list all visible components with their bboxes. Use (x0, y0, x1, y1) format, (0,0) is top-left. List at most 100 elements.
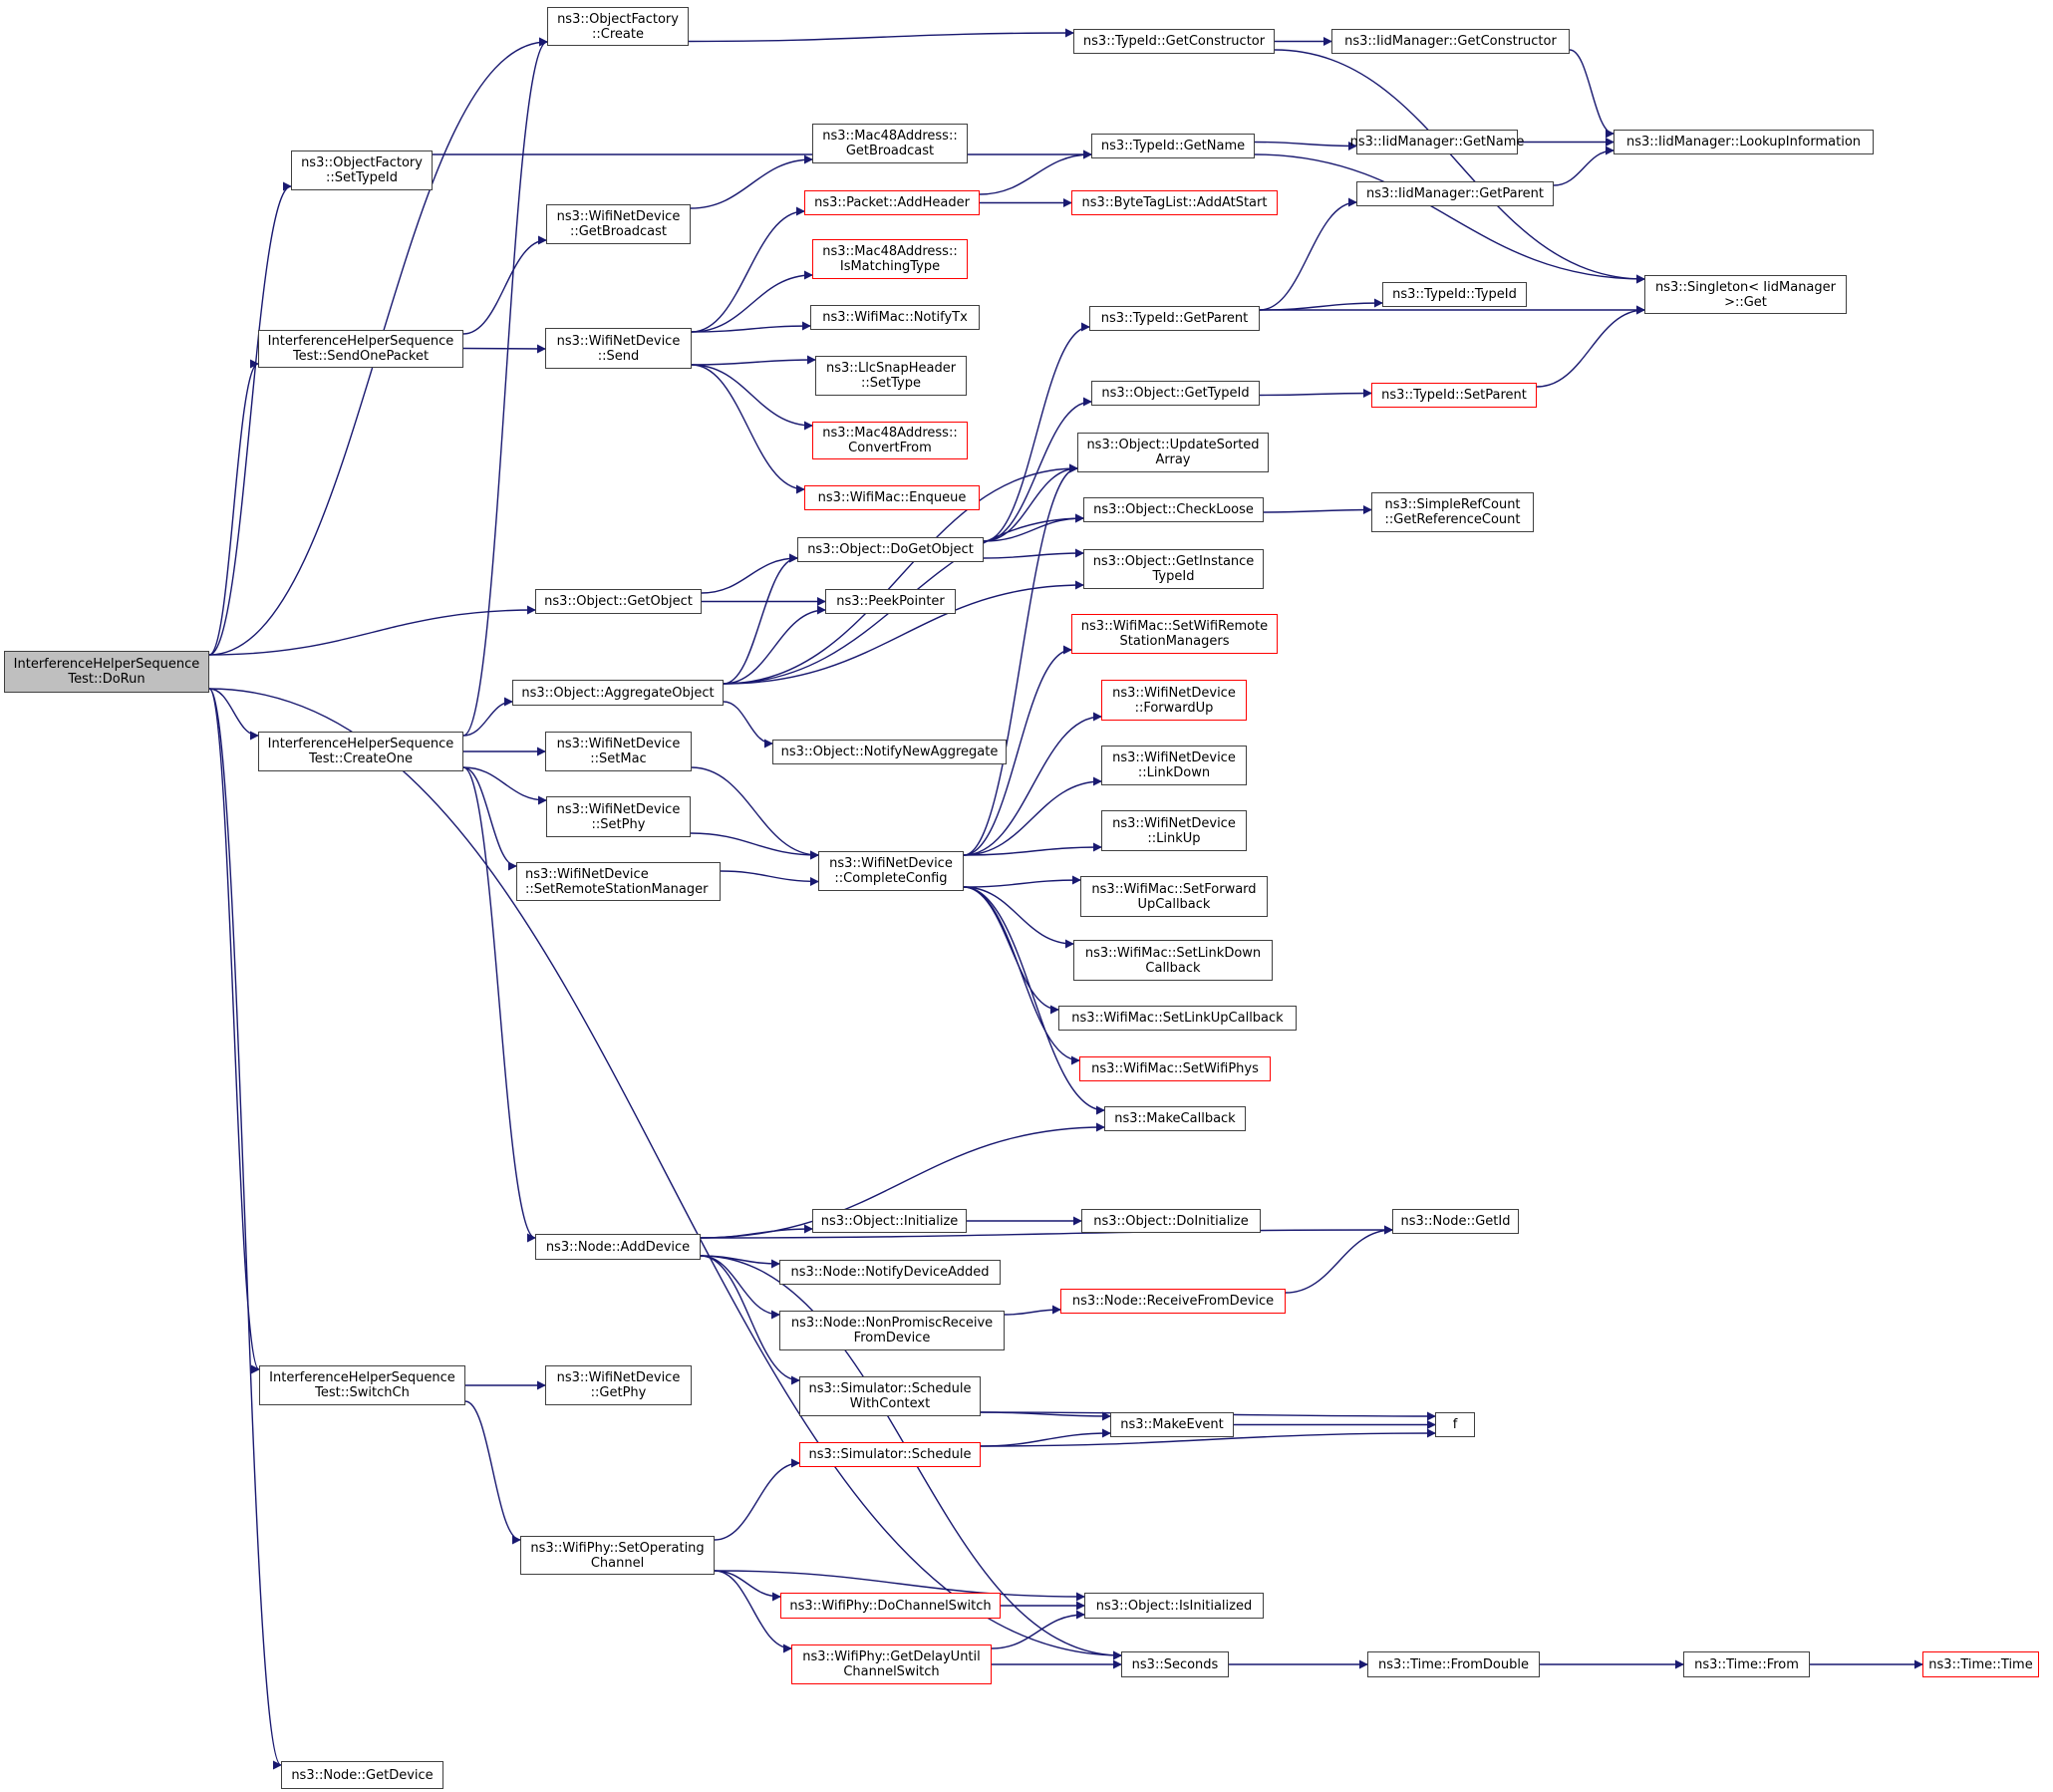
node-mac48-getbroadcast[interactable]: ns3::Mac48Address:: GetBroadcast (812, 124, 968, 163)
node-obj-getinstancetypeid[interactable]: ns3::Object::GetInstance TypeId (1083, 549, 1264, 589)
node-mac-setwifiphys[interactable]: ns3::WifiMac::SetWifiPhys (1079, 1056, 1271, 1081)
node-mac-enqueue[interactable]: ns3::WifiMac::Enqueue (804, 485, 980, 510)
node-phy-dochanswitch[interactable]: ns3::WifiPhy::DoChannelSwitch (780, 1593, 1001, 1619)
node-seconds[interactable]: ns3::Seconds (1121, 1651, 1229, 1677)
node-sim-schedwithctx[interactable]: ns3::Simulator::Schedule WithContext (799, 1376, 981, 1416)
node-dorun[interactable]: InterferenceHelperSequence Test::DoRun (4, 651, 209, 693)
edge-obj-aggregate-to-peekpointer (723, 605, 826, 685)
node-wnd-send[interactable]: ns3::WifiNetDevice ::Send (545, 328, 692, 369)
node-obj-checkloose[interactable]: ns3::Object::CheckLoose (1083, 497, 1264, 522)
node-wnd-forwardup[interactable]: ns3::WifiNetDevice ::ForwardUp (1101, 680, 1247, 721)
edge-phy-setopchan-to-obj-isinitialized (714, 1570, 1085, 1602)
node-sim-schedule[interactable]: ns3::Simulator::Schedule (799, 1442, 981, 1467)
node-obj-dogetobject[interactable]: ns3::Object::DoGetObject (797, 537, 984, 562)
edge-wnd-send-to-mac-enqueue (691, 364, 805, 494)
node-wnd-completeconfig[interactable]: ns3::WifiNetDevice ::CompleteConfig (818, 851, 964, 891)
edge-obj-aggregate-to-obj-updatesorted (723, 463, 1078, 685)
node-wnd-setrsm[interactable]: ns3::WifiNetDevice ::SetRemoteStationMan… (516, 862, 721, 901)
node-obj-gettypeid[interactable]: ns3::Object::GetTypeId (1091, 381, 1260, 406)
edge-dorun-to-switchch (208, 688, 260, 1374)
node-wnd-getbroadcast[interactable]: ns3::WifiNetDevice ::GetBroadcast (546, 204, 691, 244)
edge-sim-schedule-to-f (980, 1428, 1436, 1447)
node-node-adddevice[interactable]: ns3::Node::AddDevice (535, 1234, 701, 1260)
edge-obj-aggregate-to-obj-getinstancetypeid (723, 580, 1084, 685)
edge-wnd-setphy-to-wnd-completeconfig (690, 832, 819, 860)
node-tid-getparent[interactable]: ns3::TypeId::GetParent (1089, 306, 1260, 331)
edge-tid-setparent-to-singleton-get (1536, 305, 1645, 388)
node-wnd-setmac[interactable]: ns3::WifiNetDevice ::SetMac (545, 732, 692, 771)
node-singleton-get[interactable]: ns3::Singleton< IidManager >::Get (1644, 275, 1847, 314)
edge-wnd-send-to-packet-addheader (691, 206, 805, 333)
node-obj-notifynewagg[interactable]: ns3::Object::NotifyNewAggregate (772, 740, 1007, 764)
node-of-settypeid[interactable]: ns3::ObjectFactory ::SetTypeId (291, 150, 433, 190)
node-src-getrefcount[interactable]: ns3::SimpleRefCount ::GetReferenceCount (1371, 492, 1534, 532)
node-createone[interactable]: InterferenceHelperSequence Test::CreateO… (258, 732, 463, 771)
node-obj-getobject[interactable]: ns3::Object::GetObject (535, 589, 702, 614)
node-switchch[interactable]: InterferenceHelperSequence Test::SwitchC… (259, 1365, 465, 1405)
node-time-from[interactable]: ns3::Time::From (1683, 1651, 1810, 1677)
node-node-receivefromdevice[interactable]: ns3::Node::ReceiveFromDevice (1060, 1289, 1286, 1314)
edge-obj-dogetobject-to-obj-getinstancetypeid (983, 548, 1084, 559)
node-iid-getparent[interactable]: ns3::IidManager::GetParent (1356, 181, 1554, 206)
edge-createone-to-obj-aggregate (462, 697, 513, 737)
node-node-getid[interactable]: ns3::Node::GetId (1392, 1209, 1519, 1234)
node-time-time[interactable]: ns3::Time::Time (1922, 1651, 2039, 1677)
edge-obj-aggregate-to-obj-dogetobject (723, 553, 798, 685)
node-iid-getname[interactable]: ns3::IidManager::GetName (1350, 130, 1524, 154)
edge-obj-gettypeid-to-tid-setparent (1259, 389, 1372, 399)
edge-obj-dogetobject-to-tid-getparent (983, 322, 1090, 542)
node-tid-setparent[interactable]: ns3::TypeId::SetParent (1371, 383, 1537, 408)
edge-wnd-completeconfig-to-wnd-forwardup (963, 712, 1102, 856)
node-obj-aggregate[interactable]: ns3::Object::AggregateObject (512, 680, 724, 706)
node-mac-notifytx[interactable]: ns3::WifiMac::NotifyTx (810, 305, 980, 330)
node-sendonepacket[interactable]: InterferenceHelperSequence Test::SendOne… (258, 330, 463, 368)
edge-tid-getname-to-iid-getname (1254, 141, 1357, 150)
edge-obj-aggregate-to-obj-notifynewagg (723, 701, 773, 748)
edge-node-nonpromisc-to-node-receivefromdevice (1004, 1305, 1061, 1316)
node-mac-setfwdupcb[interactable]: ns3::WifiMac::SetForward UpCallback (1080, 876, 1268, 917)
node-node-notifydeviceadded[interactable]: ns3::Node::NotifyDeviceAdded (779, 1260, 1001, 1285)
node-tid-getname[interactable]: ns3::TypeId::GetName (1091, 134, 1255, 158)
edge-obj-checkloose-to-src-getrefcount (1263, 505, 1372, 515)
node-mac48-ismatching[interactable]: ns3::Mac48Address:: IsMatchingType (812, 239, 968, 279)
node-makecallback[interactable]: ns3::MakeCallback (1104, 1106, 1246, 1131)
node-iid-lookup[interactable]: ns3::IidManager::LookupInformation (1613, 130, 1874, 154)
edge-dorun-to-of-settypeid (208, 181, 292, 656)
node-obj-initialize[interactable]: ns3::Object::Initialize (812, 1209, 967, 1233)
node-peekpointer[interactable]: ns3::PeekPointer (825, 589, 956, 614)
node-llc-settype[interactable]: ns3::LlcSnapHeader ::SetType (815, 356, 967, 396)
node-wnd-setphy[interactable]: ns3::WifiNetDevice ::SetPhy (546, 796, 691, 837)
node-tid-typeid[interactable]: ns3::TypeId::TypeId (1382, 282, 1527, 307)
edge-phy-setopchan-to-phy-dochanswitch (714, 1570, 781, 1602)
edge-wnd-send-to-mac-notifytx (691, 321, 811, 333)
node-of-create[interactable]: ns3::ObjectFactory ::Create (547, 7, 689, 46)
node-obj-isinitialized[interactable]: ns3::Object::IsInitialized (1084, 1593, 1264, 1619)
node-mac48-convertfrom[interactable]: ns3::Mac48Address:: ConvertFrom (812, 422, 968, 459)
node-mac-setlinkdowncb[interactable]: ns3::WifiMac::SetLinkDown Callback (1073, 940, 1273, 981)
edge-wnd-completeconfig-to-wnd-linkdown (963, 776, 1102, 856)
node-node-nonpromisc[interactable]: ns3::Node::NonPromiscReceive FromDevice (779, 1311, 1005, 1350)
edge-node-adddevice-to-obj-initialize (700, 1224, 813, 1239)
node-wnd-getphy[interactable]: ns3::WifiNetDevice ::GetPhy (545, 1365, 692, 1405)
node-phy-setopchan[interactable]: ns3::WifiPhy::SetOperating Channel (520, 1536, 715, 1575)
edge-iid-getconstructor-to-iid-lookup (1569, 49, 1614, 139)
edge-wnd-completeconfig-to-obj-updatesorted (963, 463, 1078, 856)
node-time-fromdouble[interactable]: ns3::Time::FromDouble (1367, 1651, 1540, 1677)
edge-createone-to-wnd-setphy (462, 766, 547, 805)
edge-node-receivefromdevice-to-node-getid (1285, 1225, 1393, 1294)
node-btl-addatstart[interactable]: ns3::ByteTagList::AddAtStart (1071, 190, 1278, 215)
node-packet-addheader[interactable]: ns3::Packet::AddHeader (804, 190, 980, 215)
node-obj-doinitialize[interactable]: ns3::Object::DoInitialize (1081, 1209, 1261, 1233)
node-node-getdevice[interactable]: ns3::Node::GetDevice (281, 1761, 443, 1789)
node-mac-setrsm[interactable]: ns3::WifiMac::SetWifiRemote StationManag… (1071, 614, 1278, 654)
node-f[interactable]: f (1435, 1412, 1475, 1437)
node-makeevent[interactable]: ns3::MakeEvent (1110, 1412, 1234, 1437)
node-obj-updatesorted[interactable]: ns3::Object::UpdateSorted Array (1077, 433, 1269, 472)
node-wnd-linkup[interactable]: ns3::WifiNetDevice ::LinkUp (1101, 810, 1247, 851)
node-mac-setlinkupcb[interactable]: ns3::WifiMac::SetLinkUpCallback (1058, 1006, 1297, 1031)
node-iid-getconstructor[interactable]: ns3::IidManager::GetConstructor (1331, 29, 1570, 54)
node-phy-getdelay[interactable]: ns3::WifiPhy::GetDelayUntil ChannelSwitc… (791, 1644, 992, 1684)
node-wnd-linkdown[interactable]: ns3::WifiNetDevice ::LinkDown (1101, 746, 1247, 785)
node-tid-getconstructor[interactable]: ns3::TypeId::GetConstructor (1073, 29, 1275, 54)
